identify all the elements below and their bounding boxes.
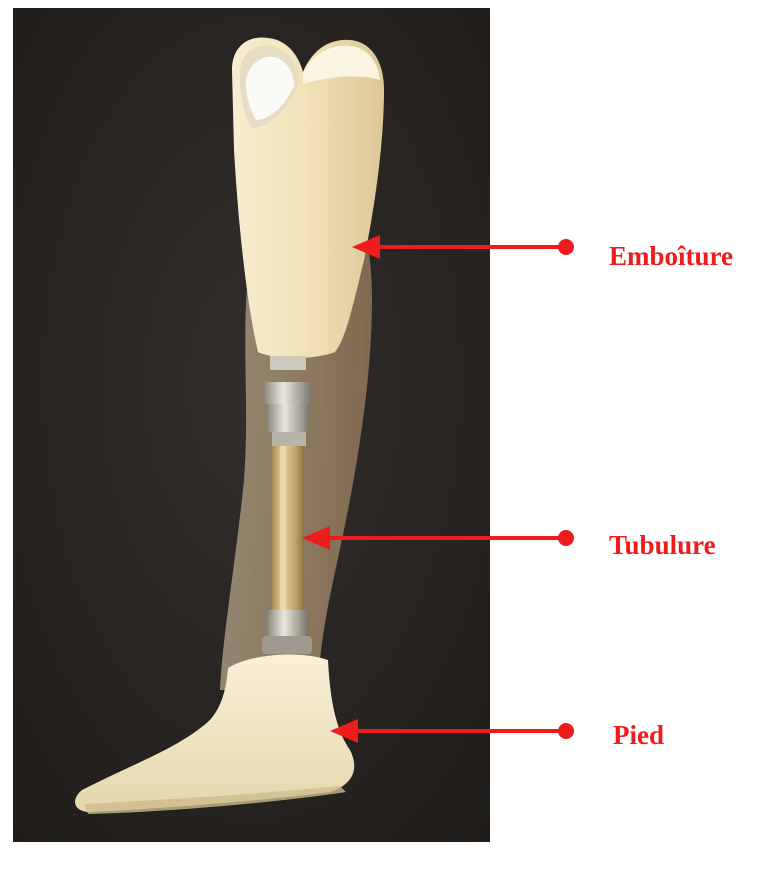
label-emboiture: Emboîture xyxy=(609,243,733,270)
arrow-emboiture xyxy=(352,235,574,259)
label-tubulure: Tubulure xyxy=(609,532,716,559)
label-pied: Pied xyxy=(613,722,664,749)
arrow-pied xyxy=(330,719,574,743)
arrow-tubulure xyxy=(302,526,574,550)
